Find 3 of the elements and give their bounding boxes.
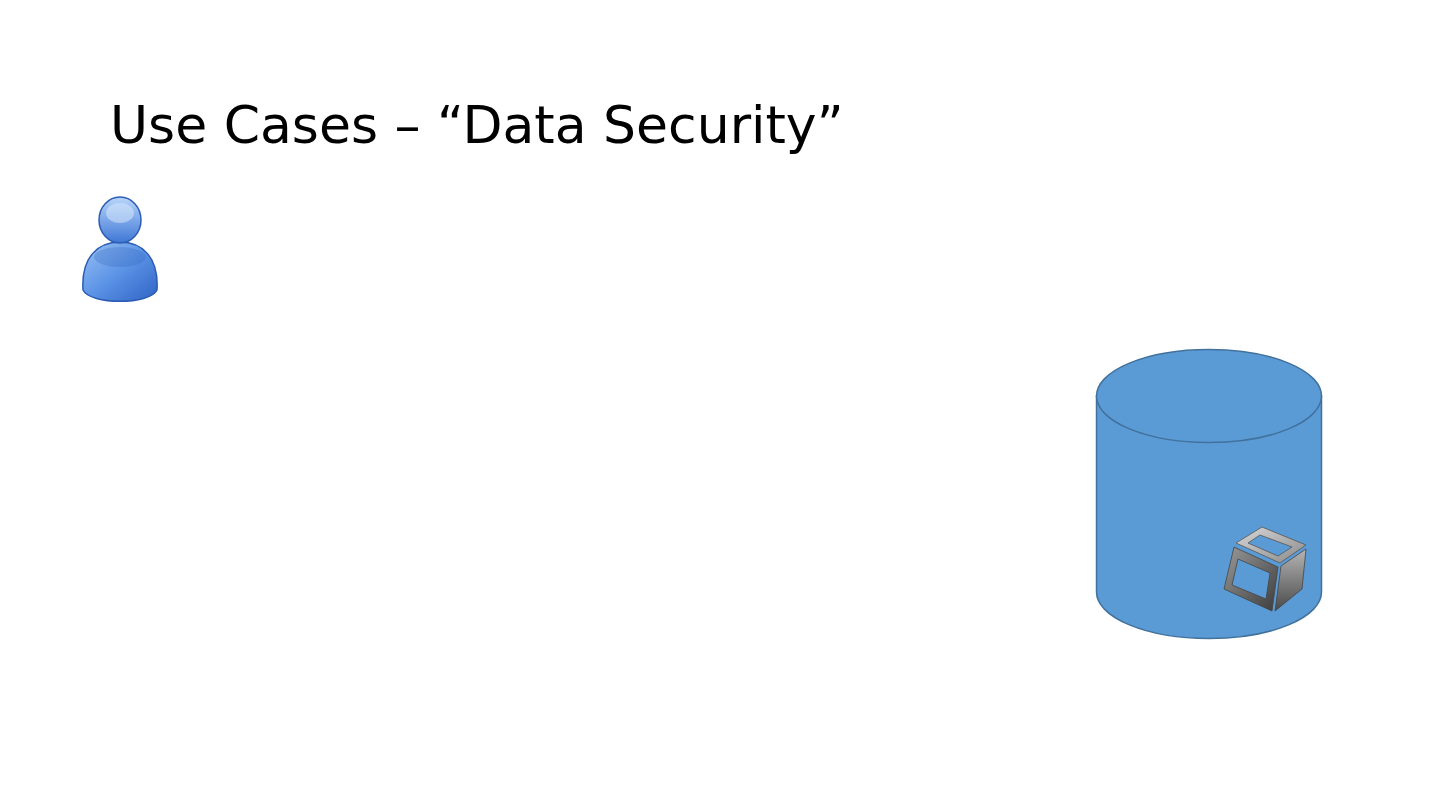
slide-title: Use Cases – “Data Security” xyxy=(110,94,844,157)
cube-icon xyxy=(1220,525,1308,613)
database-cylinder xyxy=(1095,348,1323,640)
